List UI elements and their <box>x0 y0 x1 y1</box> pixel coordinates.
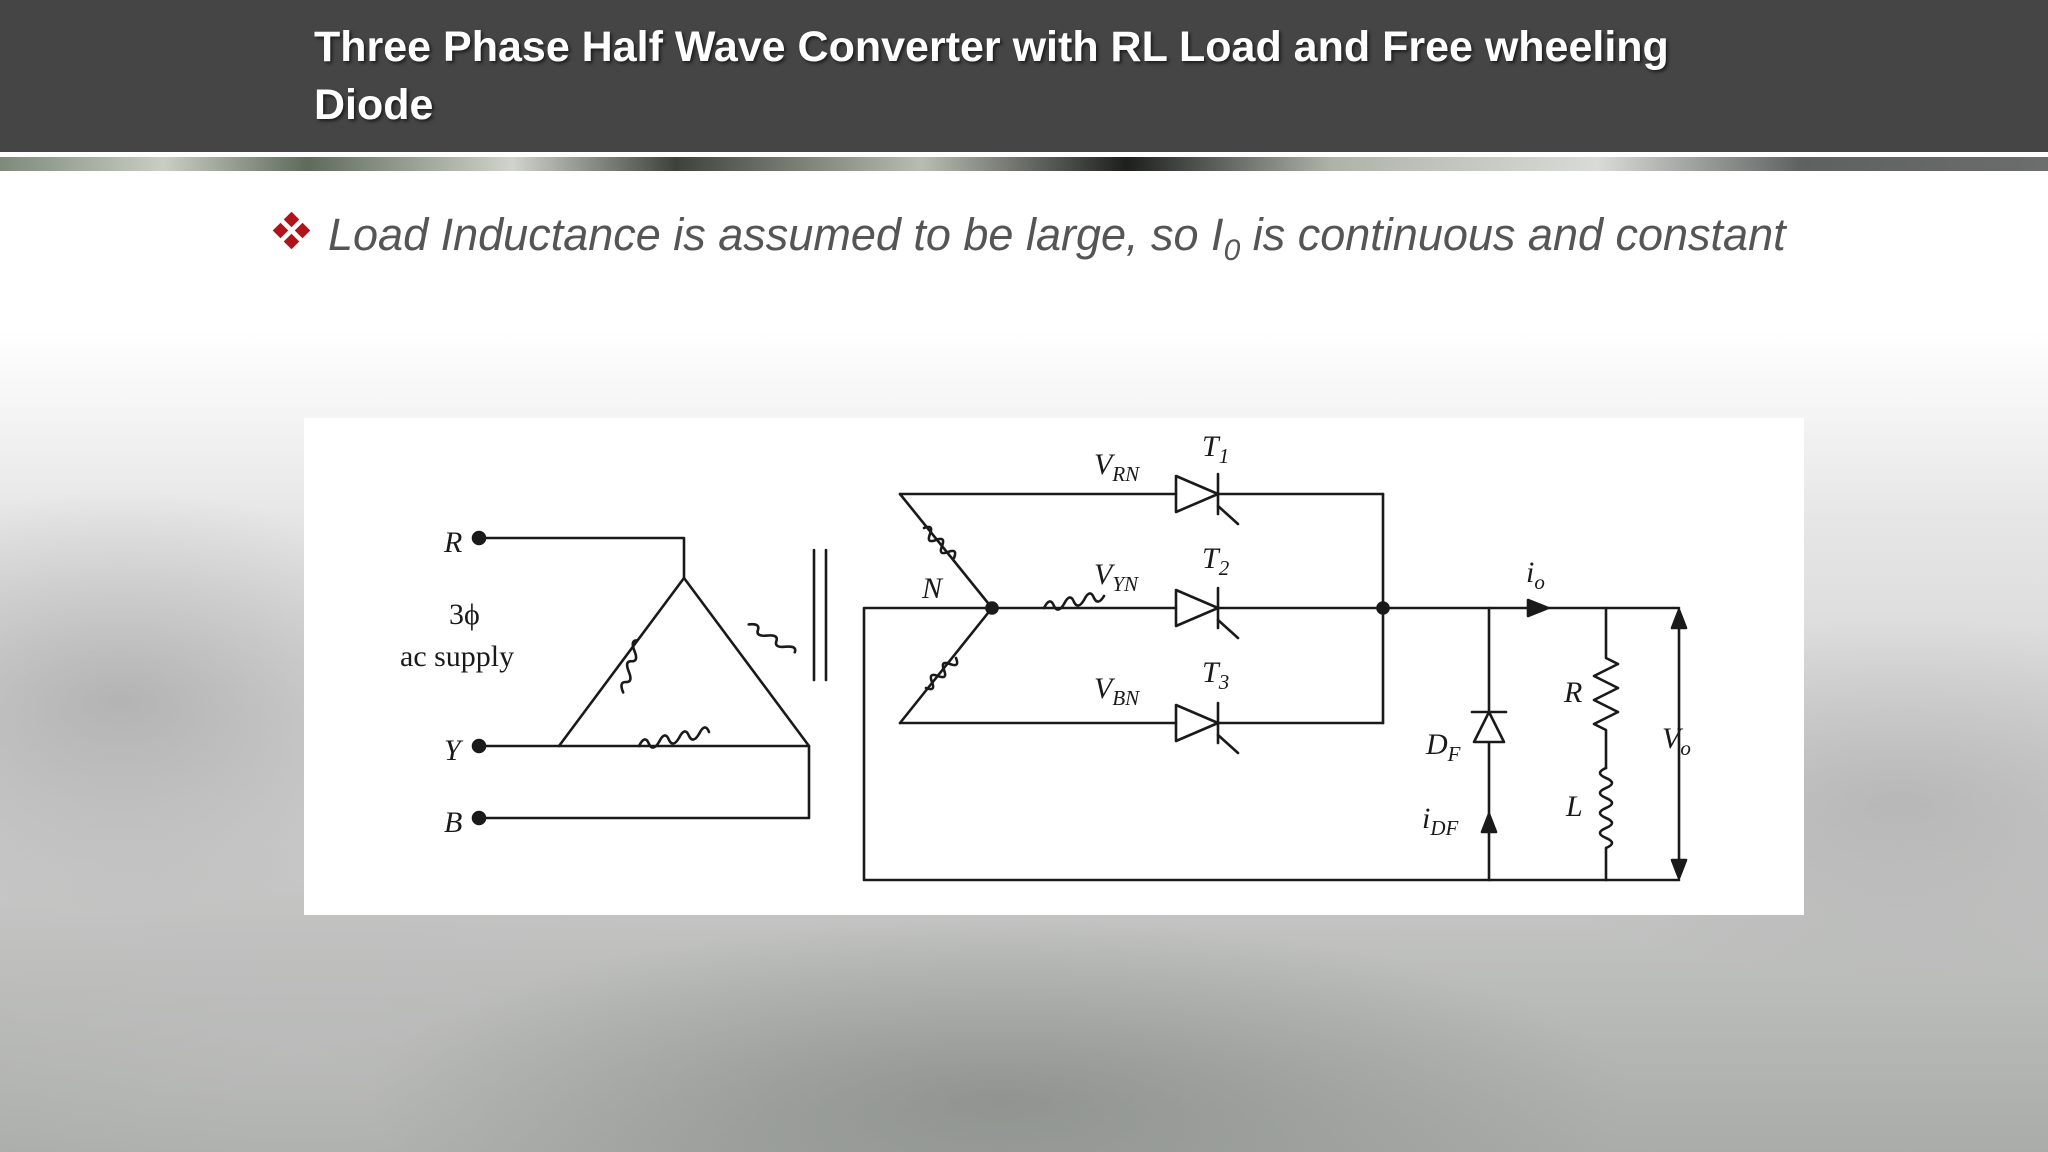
bullet-text: Load Inductance is assumed to be large, … <box>328 204 1788 282</box>
wire-b <box>477 744 811 820</box>
freewheel-diode <box>1470 710 1508 744</box>
secondary-coil-y <box>1042 592 1106 611</box>
label-t1: T1 <box>1202 430 1229 468</box>
label-vrn: VRN <box>1094 448 1140 486</box>
label-terminal-r: R <box>443 526 462 559</box>
label-t2: T2 <box>1202 542 1230 580</box>
label-diode-current: iDF <box>1422 802 1459 840</box>
bullet-text-subscript: 0 <box>1223 234 1241 267</box>
output-current-arrow <box>1526 598 1550 618</box>
label-supply-phase: 3ϕ <box>449 598 480 631</box>
circuit-svg: R Y B 3ϕ ac supply N VRN VYN VBN T1 T2 T… <box>400 430 1691 882</box>
label-terminal-b: B <box>444 806 462 839</box>
label-supply-type: ac supply <box>400 640 514 673</box>
load-resistor <box>1592 606 1620 770</box>
wire-r <box>477 536 686 580</box>
label-inductor: L <box>1565 790 1583 823</box>
primary-coil-left <box>620 639 639 694</box>
star-arm-b <box>898 606 994 725</box>
slide-title: Three Phase Half Wave Converter with RL … <box>314 23 1669 129</box>
primary-coil-right <box>747 622 797 654</box>
star-arm-r <box>898 492 994 610</box>
decorative-strip <box>0 157 2048 171</box>
return-line <box>862 606 1681 882</box>
delta-primary <box>557 576 811 748</box>
primary-coil-bottom <box>637 726 711 749</box>
title-bar: Three Phase Half Wave Converter with RL … <box>0 0 2048 152</box>
label-output-current: io <box>1526 556 1545 594</box>
bullet-text-before: Load Inductance is assumed to be large, … <box>328 209 1224 260</box>
bullet-text-after: is continuous and constant <box>1240 209 1786 260</box>
load-inductor <box>1598 766 1614 882</box>
label-neutral: N <box>921 572 944 605</box>
secondary-coil-b <box>924 656 959 691</box>
thyristor-t1 <box>1174 472 1385 526</box>
label-vyn: VYN <box>1094 558 1139 596</box>
label-vbn: VBN <box>1094 672 1140 710</box>
circuit-diagram: R Y B 3ϕ ac supply N VRN VYN VBN T1 T2 T… <box>304 418 1804 915</box>
secondary-coil-r <box>922 525 957 560</box>
thyristor-t3 <box>1174 701 1385 755</box>
title-rule <box>0 152 2048 157</box>
label-output-voltage: Vo <box>1662 722 1691 760</box>
label-resistor: R <box>1563 676 1582 709</box>
label-t3: T3 <box>1202 656 1229 694</box>
thyristor-t2 <box>1174 586 1385 640</box>
diamond-bullet-icon <box>272 212 311 250</box>
label-freewheel-diode: DF <box>1425 728 1461 766</box>
diode-current-arrow <box>1480 812 1498 834</box>
label-terminal-y: Y <box>444 734 464 767</box>
